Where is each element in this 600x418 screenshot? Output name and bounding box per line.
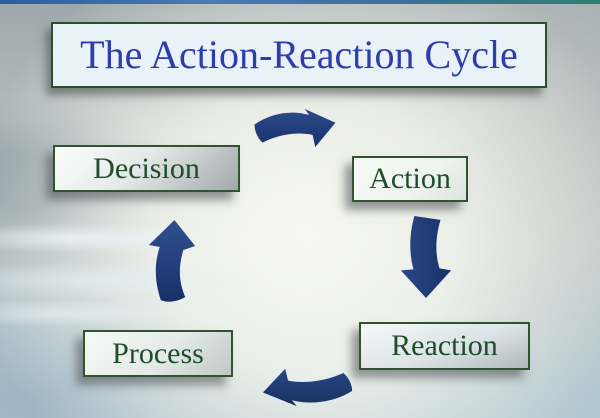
- top-accent-bar: [0, 0, 600, 4]
- node-action: Action: [352, 156, 468, 202]
- title-box: The Action-Reaction Cycle: [51, 22, 547, 88]
- cycle-arrow-up-icon: [146, 218, 200, 303]
- cycle-arrow-left-icon: [259, 356, 356, 407]
- cycle-arrow-right-icon: [251, 108, 339, 160]
- node-decision: Decision: [53, 145, 240, 192]
- slide-title: The Action-Reaction Cycle: [80, 32, 518, 77]
- node-process-label: Process: [112, 336, 204, 370]
- node-action-label: Action: [369, 162, 451, 195]
- node-reaction: Reaction: [359, 322, 530, 370]
- node-reaction-label: Reaction: [391, 329, 498, 362]
- cycle-arrow-down-icon: [398, 213, 454, 300]
- node-decision-label: Decision: [93, 151, 200, 185]
- node-process: Process: [83, 330, 233, 377]
